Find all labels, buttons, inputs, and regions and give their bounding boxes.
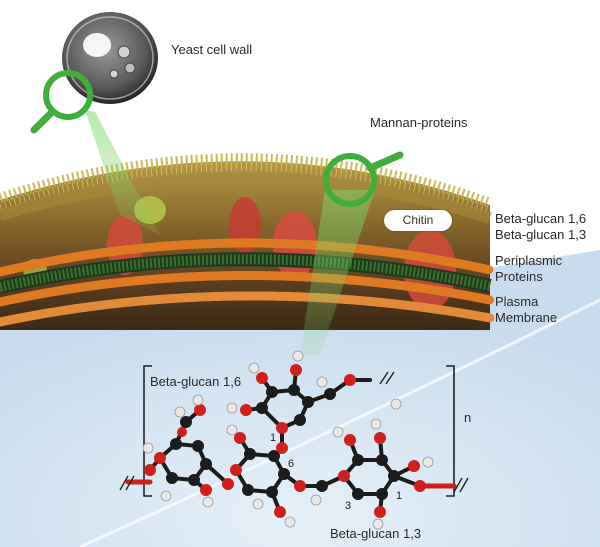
link-number-6: 6	[288, 458, 295, 470]
chitin-label: Chitin	[384, 210, 452, 231]
repeat-bracket	[143, 365, 455, 497]
magnifier-beam-left	[85, 110, 160, 235]
periplasmic-proteins-label-line1: Periplasmic	[495, 253, 563, 268]
link-number-1b: 1	[396, 490, 403, 502]
carbon-atoms	[166, 384, 400, 500]
link-number-1a: 1	[270, 432, 277, 444]
magnifier-beam-right	[300, 190, 375, 355]
molecule-beta-glucan-16-label: Beta-glucan 1,6	[150, 374, 242, 389]
molecule-beta-glucan-13-label: Beta-glucan 1,3	[330, 526, 422, 541]
chain-break-marks	[119, 371, 469, 493]
beta-glucan-13-label: Beta-glucan 1,3	[495, 227, 587, 242]
beta-glucan-16-label: Beta-glucan 1,6	[495, 211, 587, 226]
cell-wall-cross-section	[0, 153, 495, 330]
yeast-cell-wall-label: Yeast cell wall	[171, 42, 253, 57]
plasma-membrane-label-line2: Membrane	[495, 310, 558, 325]
periplasmic-proteins-label-line2: Proteins	[495, 269, 543, 284]
mannan-proteins-label: Mannan-proteins	[370, 115, 468, 130]
yeast-cell-micrograph	[62, 12, 158, 104]
magnifier-right-icon	[323, 151, 404, 207]
magnifier-left-icon	[30, 70, 93, 134]
repeat-n-label: n	[464, 410, 472, 425]
oxygen-atoms	[144, 364, 426, 518]
plasma-membrane-label-line1: Plasma	[495, 294, 539, 309]
link-number-3: 3	[345, 500, 352, 512]
hydrogen-atoms	[142, 350, 434, 530]
